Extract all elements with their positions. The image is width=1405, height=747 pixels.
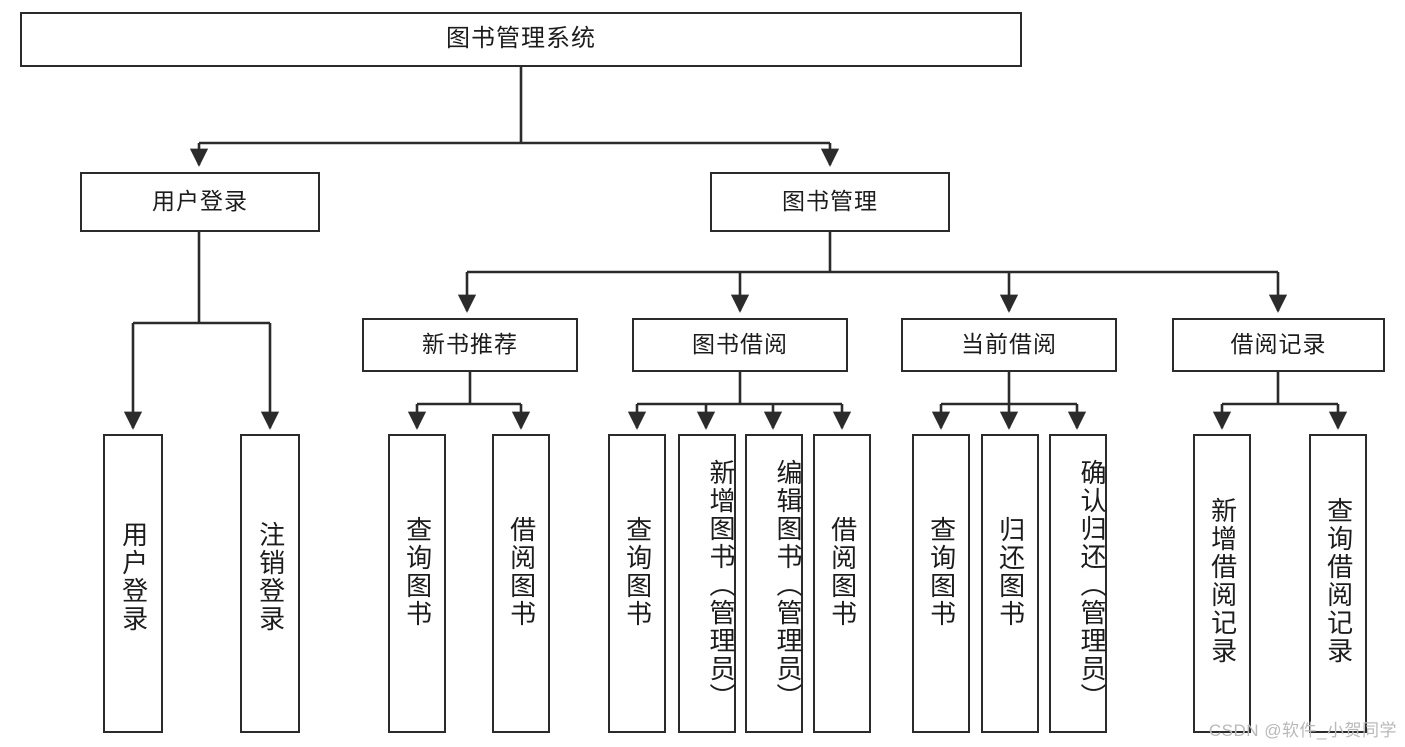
- node-label: 新书推荐: [422, 331, 518, 358]
- node-new-book-recommend[interactable]: 新书推荐: [362, 318, 578, 372]
- node-label: 归还图书: [995, 515, 1026, 628]
- node-leaf-borrow-book-2[interactable]: 借阅图书: [813, 434, 871, 733]
- node-label: 查询图书: [622, 515, 653, 628]
- node-leaf-logout[interactable]: 注销登录: [240, 434, 300, 733]
- node-leaf-edit-book[interactable]: 编辑图书（管理员）: [745, 434, 803, 733]
- node-user-login[interactable]: 用户登录: [80, 172, 320, 232]
- node-label: 当前借阅: [961, 331, 1057, 358]
- node-label: 注销登录: [255, 520, 286, 633]
- node-label: 用户登录: [152, 188, 248, 215]
- node-leaf-add-book[interactable]: 新增图书（管理员）: [678, 434, 736, 733]
- node-label: 新增图书（管理员）: [706, 458, 736, 711]
- node-root-system[interactable]: 图书管理系统: [20, 12, 1022, 67]
- node-label: 新增借阅记录: [1207, 496, 1238, 665]
- node-label: 编辑图书（管理员）: [773, 458, 803, 711]
- node-label: 查询借阅记录: [1323, 496, 1354, 665]
- node-label: 确认归还（管理员）: [1077, 458, 1107, 711]
- node-label: 查询图书: [402, 515, 433, 628]
- node-leaf-return-book[interactable]: 归还图书: [981, 434, 1039, 733]
- node-label: 图书管理系统: [446, 25, 596, 53]
- node-book-borrow[interactable]: 图书借阅: [632, 318, 848, 372]
- node-label: 图书借阅: [692, 331, 788, 358]
- node-leaf-borrow-book-1[interactable]: 借阅图书: [492, 434, 550, 733]
- node-leaf-add-record[interactable]: 新增借阅记录: [1193, 434, 1251, 733]
- node-label: 借阅记录: [1230, 331, 1327, 358]
- node-current-borrow[interactable]: 当前借阅: [901, 318, 1117, 372]
- node-borrow-record[interactable]: 借阅记录: [1172, 318, 1385, 372]
- node-label: 图书管理: [782, 188, 878, 215]
- node-leaf-query-record[interactable]: 查询借阅记录: [1309, 434, 1367, 733]
- node-book-manage[interactable]: 图书管理: [710, 172, 950, 232]
- node-label: 借阅图书: [827, 515, 858, 628]
- node-label: 用户登录: [118, 520, 149, 633]
- node-leaf-query-book-3[interactable]: 查询图书: [912, 434, 970, 733]
- node-leaf-confirm-return[interactable]: 确认归还（管理员）: [1049, 434, 1107, 733]
- node-leaf-query-book-2[interactable]: 查询图书: [608, 434, 666, 733]
- node-label: 借阅图书: [506, 515, 537, 628]
- watermark-text: CSDN @软件_小贺同学: [1208, 721, 1397, 740]
- node-label: 查询图书: [926, 515, 957, 628]
- node-leaf-query-book-1[interactable]: 查询图书: [388, 434, 446, 733]
- node-leaf-user-login[interactable]: 用户登录: [103, 434, 163, 733]
